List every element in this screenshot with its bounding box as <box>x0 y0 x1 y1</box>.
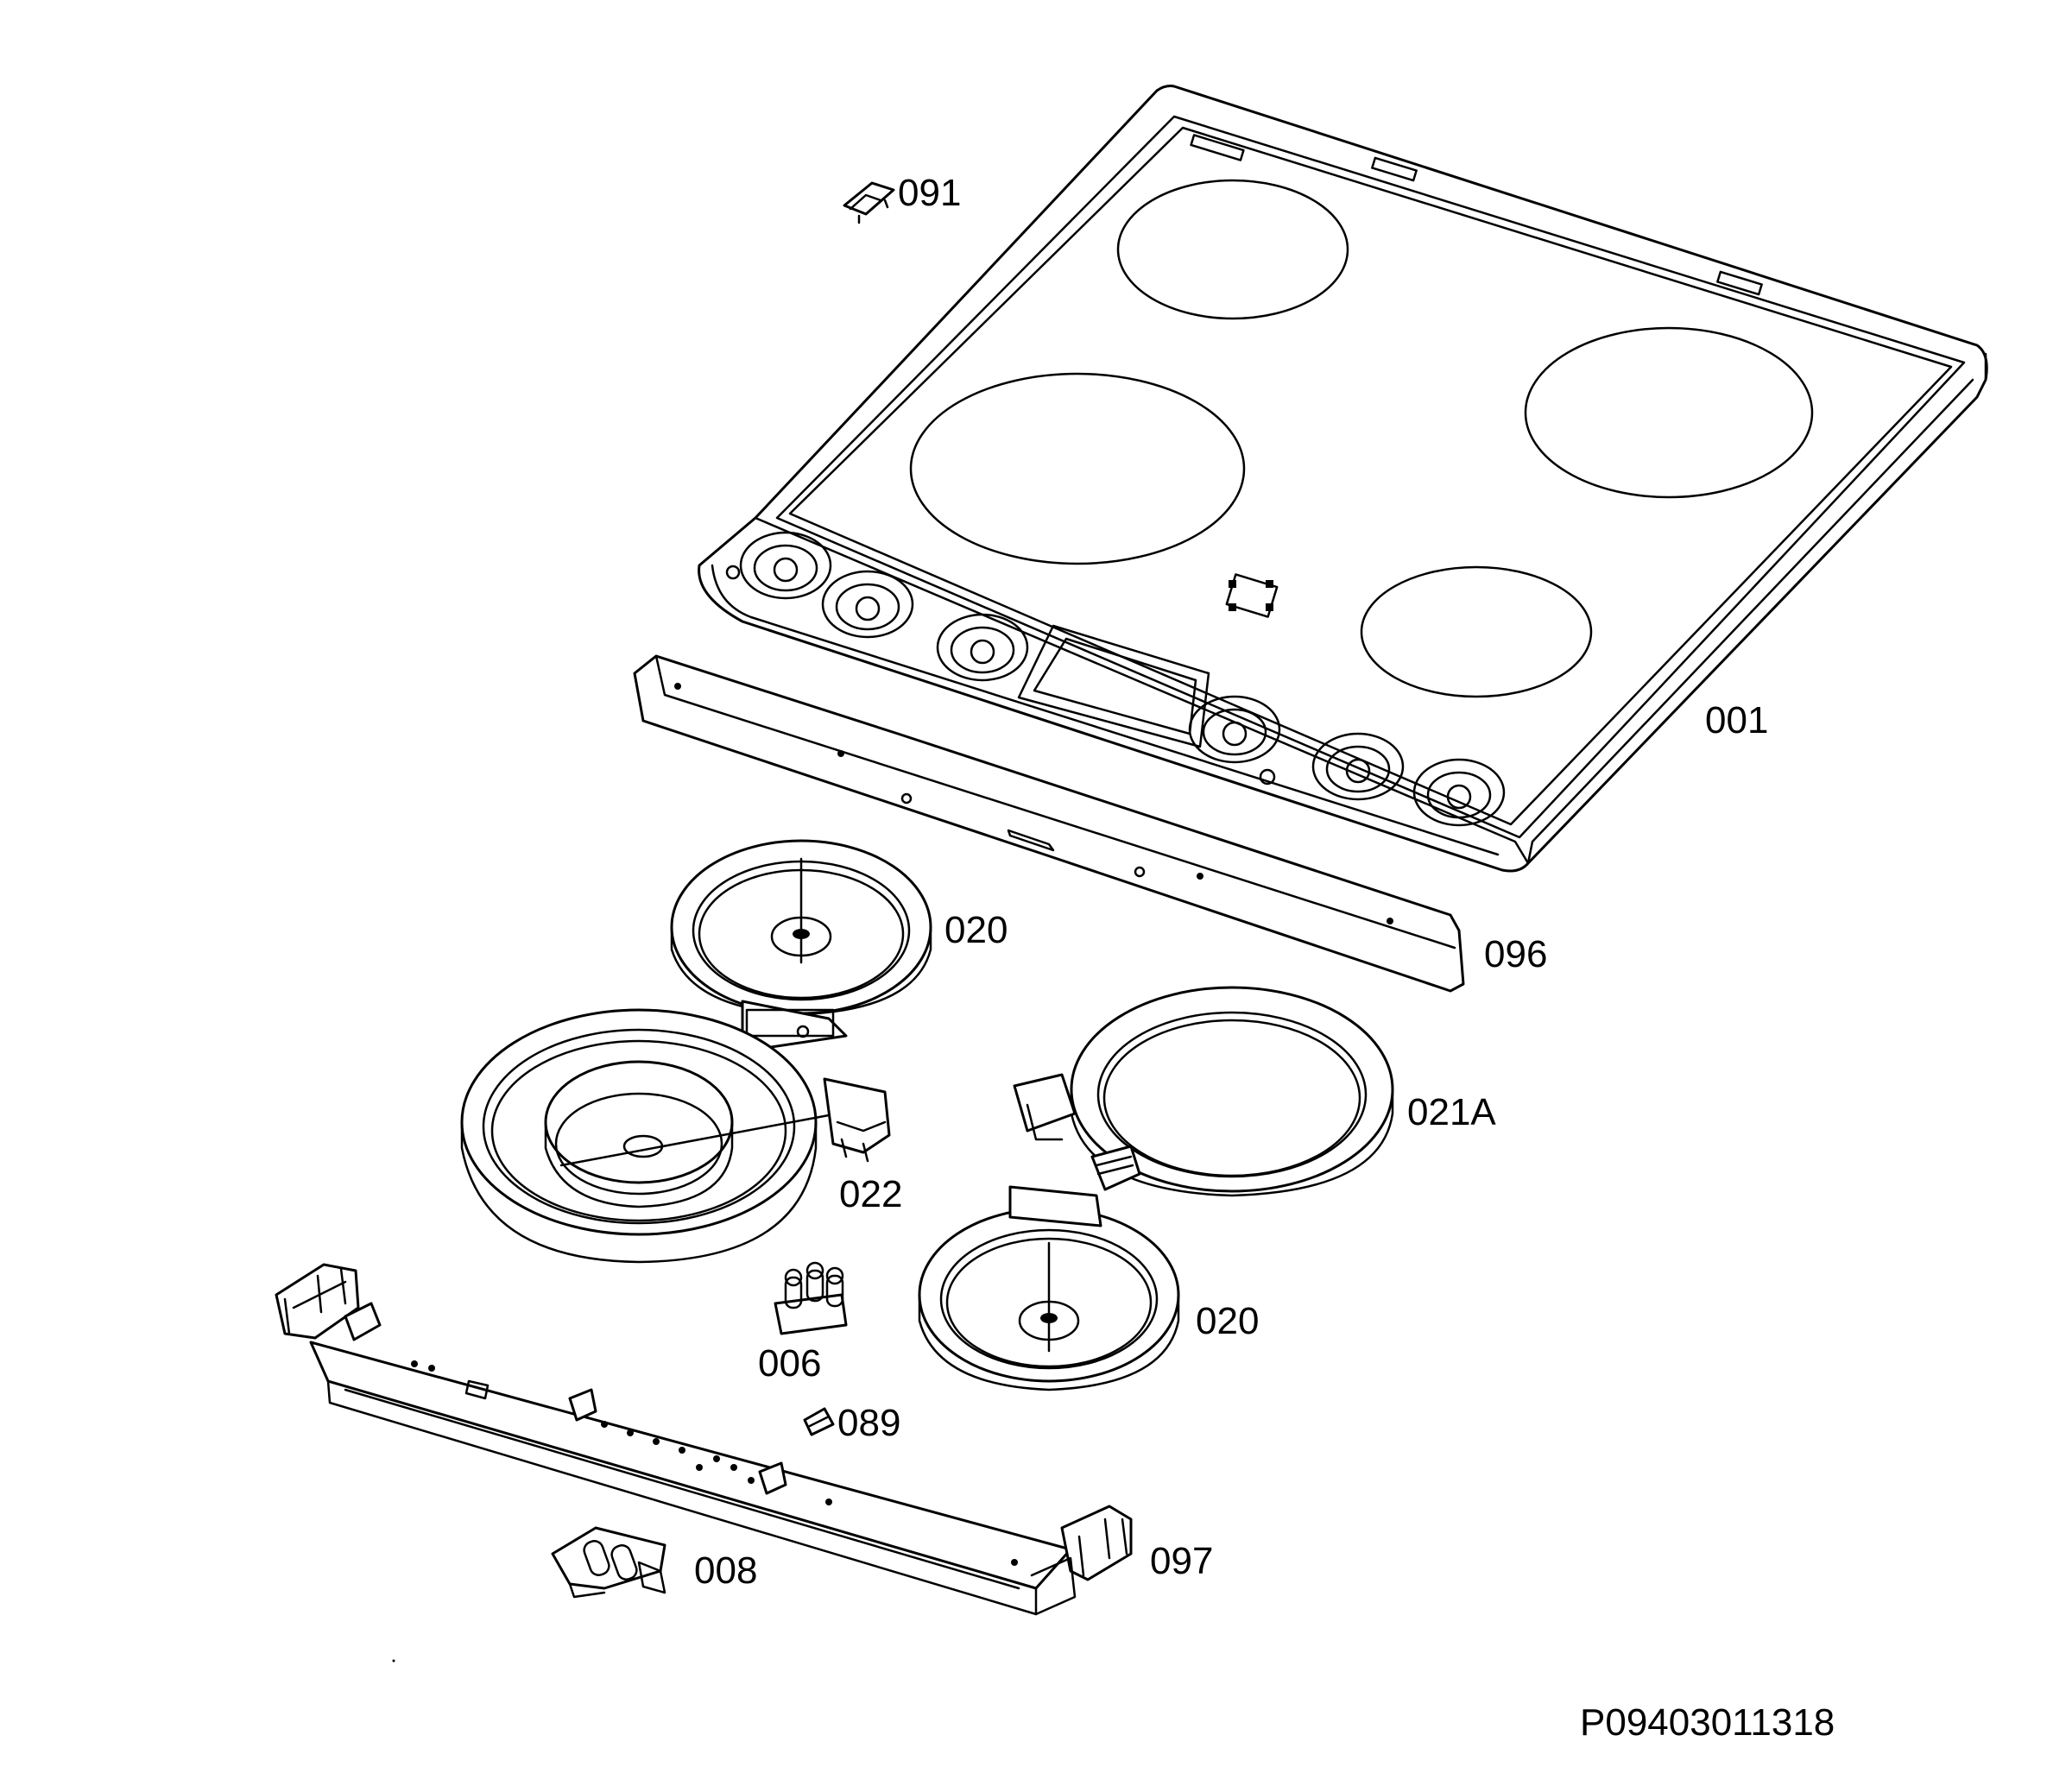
part-091-clip[interactable] <box>843 181 895 224</box>
label-089: 089 <box>837 1402 900 1444</box>
label-008: 008 <box>694 1549 757 1592</box>
label-096: 096 <box>1484 933 1547 975</box>
label-001: 001 <box>1705 699 1768 741</box>
part-021A-ring-heater[interactable] <box>1013 986 1394 1197</box>
label-006: 006 <box>758 1342 821 1385</box>
label-020-top: 020 <box>944 909 1008 951</box>
part-006-terminal-block[interactable] <box>774 1261 848 1335</box>
part-096-front-trim[interactable] <box>633 654 1465 993</box>
part-008-bracket[interactable] <box>551 1526 666 1599</box>
reference-number: P09403011318 <box>1580 1701 1835 1744</box>
label-021A: 021A <box>1407 1091 1496 1133</box>
part-089-bracket[interactable] <box>803 1407 835 1436</box>
label-020-bottom: 020 <box>1196 1300 1259 1342</box>
part-022-dual-heater[interactable] <box>460 1008 891 1264</box>
part-020-top-heater[interactable] <box>670 839 932 1051</box>
label-022: 022 <box>839 1173 902 1215</box>
control-knobs <box>725 531 1506 827</box>
label-097: 097 <box>1150 1540 1213 1582</box>
label-091: 091 <box>898 172 961 214</box>
part-020-bottom-heater[interactable] <box>918 1185 1180 1391</box>
part-097-mounting-rail[interactable] <box>275 1263 1133 1616</box>
part-001-cooktop-top[interactable] <box>698 85 1988 873</box>
